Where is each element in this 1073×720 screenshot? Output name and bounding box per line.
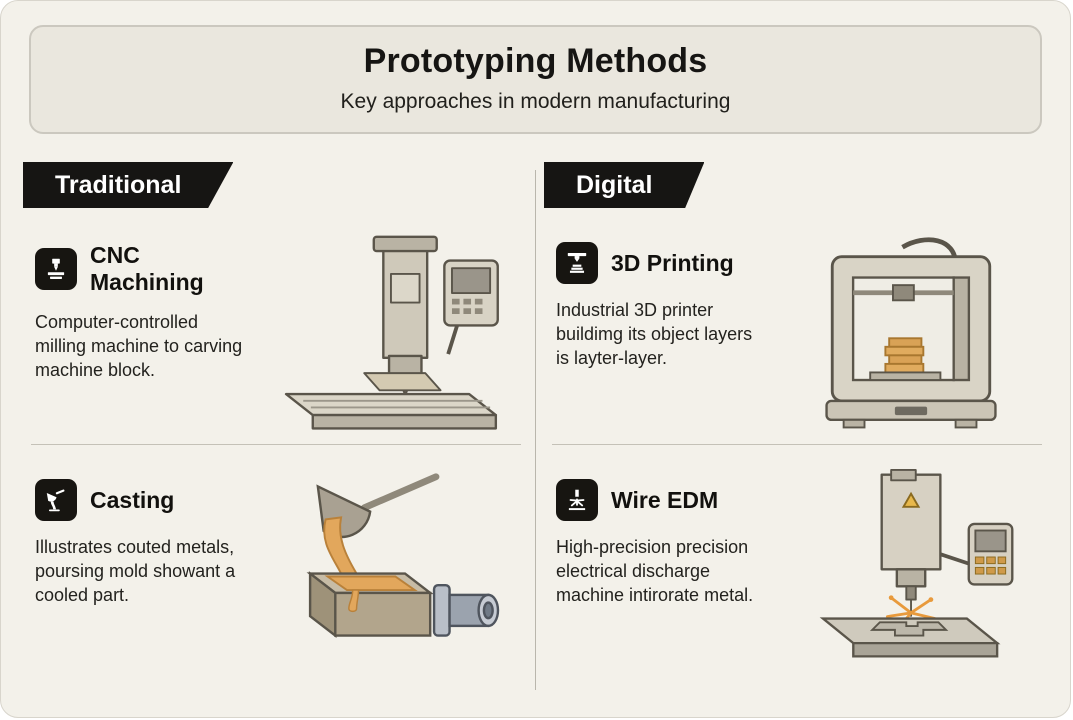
method-title-wire-edm: Wire EDM — [611, 486, 719, 513]
column-traditional: Traditional — [15, 160, 535, 708]
printer-3d-icon — [556, 242, 598, 284]
method-casting-text: Casting Illustrates couted metals, pours… — [35, 467, 253, 607]
column-digital: Digital — [536, 160, 1056, 708]
method-description-cnc: Computer-controlled milling machine to c… — [35, 312, 243, 380]
banner-traditional: Traditional — [23, 162, 234, 208]
section-divider — [552, 444, 1042, 445]
spark-erosion-icon — [556, 479, 598, 521]
method-cnc-text: CNC Machining Computer-controlled millin… — [35, 230, 253, 382]
section-divider — [31, 444, 521, 445]
industrial-3d-printer-illustration — [774, 230, 1048, 436]
method-3d-printing: 3D Printing Industrial 3D printer buildi… — [550, 208, 1048, 442]
column-divider — [535, 170, 536, 690]
content: Traditional — [1, 160, 1070, 708]
banner-digital-label: Digital — [576, 171, 653, 199]
page-title: Prototyping Methods — [363, 42, 708, 80]
method-description-wire-edm: High-precision precision electrical disc… — [556, 537, 754, 605]
method-3d-printing-text: 3D Printing Industrial 3D printer buildi… — [556, 230, 774, 370]
banner-traditional-label: Traditional — [55, 171, 182, 199]
cnc-milling-machine-illustration — [253, 230, 527, 437]
method-title-casting: Casting — [90, 486, 175, 513]
milling-machine-icon — [35, 248, 77, 290]
method-cnc-machining: CNC Machining Computer-controlled millin… — [29, 208, 527, 442]
method-wire-edm-text: Wire EDM High-precision precision electr… — [556, 467, 774, 607]
method-description-casting: Illustrates couted metals, poursing mold… — [35, 537, 236, 605]
casting-ladle-icon — [35, 479, 77, 521]
molten-metal-casting-illustration — [253, 467, 527, 653]
method-title-cnc: CNC Machining — [90, 242, 204, 295]
wire-edm-machine-illustration — [774, 467, 1048, 663]
method-casting: Casting Illustrates couted metals, pours… — [29, 445, 527, 679]
method-description-3d-printing: Industrial 3D printer buildimg its objec… — [556, 300, 753, 368]
page-subtitle: Key approaches in modern manufacturing — [340, 90, 731, 113]
header: Prototyping Methods Key approaches in mo… — [29, 25, 1042, 134]
method-wire-edm: Wire EDM High-precision precision electr… — [550, 445, 1048, 679]
banner-digital: Digital — [544, 162, 705, 208]
method-title-3d-printing: 3D Printing — [611, 249, 734, 276]
